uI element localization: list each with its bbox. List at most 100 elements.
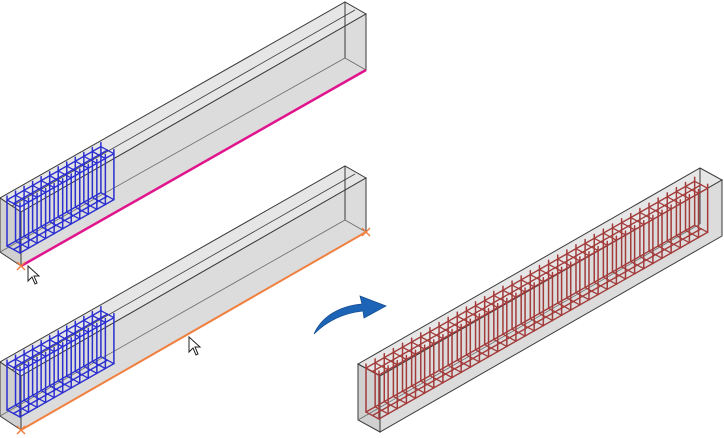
rebar-bar bbox=[547, 307, 563, 316]
rebar-bar bbox=[511, 328, 526, 337]
rebar-bar bbox=[675, 235, 691, 244]
cross-marker-icon bbox=[16, 425, 26, 435]
rebar-bar bbox=[657, 245, 672, 254]
rebar-bar bbox=[365, 411, 380, 420]
rebar-bar bbox=[49, 175, 64, 184]
rebar-bar bbox=[23, 189, 38, 198]
rebar-bar bbox=[557, 302, 572, 311]
arrow-cursor bbox=[27, 264, 41, 285]
rebar-bar bbox=[502, 289, 517, 298]
rebar-bar bbox=[31, 394, 47, 404]
rebar-bar bbox=[639, 211, 654, 221]
rebar-bar bbox=[6, 245, 21, 254]
top-beam bbox=[0, 1, 368, 285]
rebar-bar bbox=[57, 170, 72, 179]
middle-beam-inner-edge-2 bbox=[0, 219, 346, 417]
rebar-bar bbox=[456, 315, 471, 324]
blue-rebar-cage-top bbox=[6, 141, 115, 254]
rebar-bar bbox=[66, 329, 81, 338]
middle-beam bbox=[0, 165, 371, 435]
top-beam-inner-edge-3 bbox=[344, 57, 367, 71]
rebar-bar bbox=[365, 367, 380, 376]
rebar-bar bbox=[66, 211, 81, 220]
rebar-bar bbox=[465, 354, 481, 363]
rebar-bar bbox=[593, 237, 608, 246]
rebar-bar bbox=[420, 336, 435, 345]
rebar-bar bbox=[520, 323, 535, 332]
rebar-bar bbox=[74, 370, 89, 379]
red-rebar-cage-full bbox=[365, 176, 709, 420]
rebar-bar bbox=[49, 339, 64, 348]
rebar-bar bbox=[6, 199, 21, 208]
rebar-bar bbox=[57, 380, 72, 389]
rebar-bar bbox=[14, 404, 30, 413]
rebar-bar bbox=[91, 150, 107, 160]
rebar-bar bbox=[575, 248, 590, 257]
rebar-bar bbox=[31, 348, 47, 358]
rebar-bar bbox=[49, 385, 64, 394]
rebar-bar bbox=[66, 165, 81, 174]
rebar-bar bbox=[593, 281, 608, 290]
rebar-bar bbox=[630, 216, 645, 226]
rebar-bar bbox=[57, 216, 72, 225]
rebar-bar bbox=[620, 266, 636, 275]
rebar-bar bbox=[611, 271, 627, 280]
rebar-bar bbox=[420, 380, 435, 389]
rebar-bar bbox=[374, 406, 389, 415]
rebar-bar bbox=[57, 334, 72, 343]
rebar-bar bbox=[684, 185, 700, 195]
rebar-bar bbox=[6, 409, 21, 418]
rebar-bar bbox=[584, 286, 599, 296]
rebar-bar bbox=[538, 268, 554, 278]
rebar-bar bbox=[429, 375, 444, 384]
middle-beam-mid-line bbox=[11, 173, 356, 371]
rebar-bar bbox=[19, 362, 115, 418]
rebar-bar bbox=[31, 230, 47, 240]
rebar-bar bbox=[100, 310, 115, 319]
rebar-bar bbox=[557, 258, 572, 267]
rebar-bar bbox=[666, 196, 681, 205]
rebar-bar bbox=[666, 240, 681, 249]
rebar-bar bbox=[529, 273, 544, 283]
middle-beam-inner-edge-3 bbox=[344, 219, 367, 233]
rebar-bar bbox=[374, 362, 389, 371]
rebar-bar bbox=[648, 206, 663, 215]
rebar-bar bbox=[511, 284, 526, 293]
magenta-edge-highlight[interactable] bbox=[20, 68, 367, 268]
rebar-bar bbox=[6, 309, 102, 365]
rebar-bar bbox=[602, 276, 618, 285]
rebar-bar bbox=[392, 395, 408, 405]
rebar-bar bbox=[566, 297, 581, 306]
rebar-bar bbox=[74, 160, 89, 169]
top-beam-mid-line bbox=[11, 9, 356, 207]
orange-edge-highlight[interactable] bbox=[20, 231, 367, 431]
rebar-bar bbox=[474, 305, 490, 314]
rebar-bar bbox=[14, 358, 30, 367]
rebar-bar bbox=[100, 192, 115, 201]
rebar-bar bbox=[529, 317, 544, 327]
rebar-bar bbox=[484, 343, 499, 353]
cross-marker-icon bbox=[361, 227, 371, 237]
rebar-bar bbox=[547, 263, 563, 272]
rebar-bar bbox=[611, 227, 627, 236]
rebar-bar bbox=[23, 399, 38, 408]
rebar-bar bbox=[493, 338, 508, 348]
rebar-bar bbox=[429, 331, 444, 340]
rebar-bar bbox=[694, 180, 709, 189]
rebar-bar bbox=[401, 346, 417, 355]
rebar-bar bbox=[456, 359, 471, 368]
rebar-bar bbox=[14, 240, 30, 249]
curved-arrow-icon bbox=[313, 295, 387, 335]
rebar-bar bbox=[66, 375, 81, 384]
rebar-bar bbox=[538, 312, 554, 322]
rebar-bar bbox=[447, 320, 462, 329]
rebar-bar bbox=[438, 325, 453, 335]
rebar-bar bbox=[648, 250, 663, 259]
rebar-bar bbox=[23, 353, 38, 362]
rebar-bar bbox=[40, 389, 55, 399]
rebar-bar bbox=[6, 145, 102, 201]
rebar-bar bbox=[40, 179, 55, 189]
rebar-bar bbox=[575, 292, 590, 301]
rebar-bar bbox=[584, 242, 599, 252]
